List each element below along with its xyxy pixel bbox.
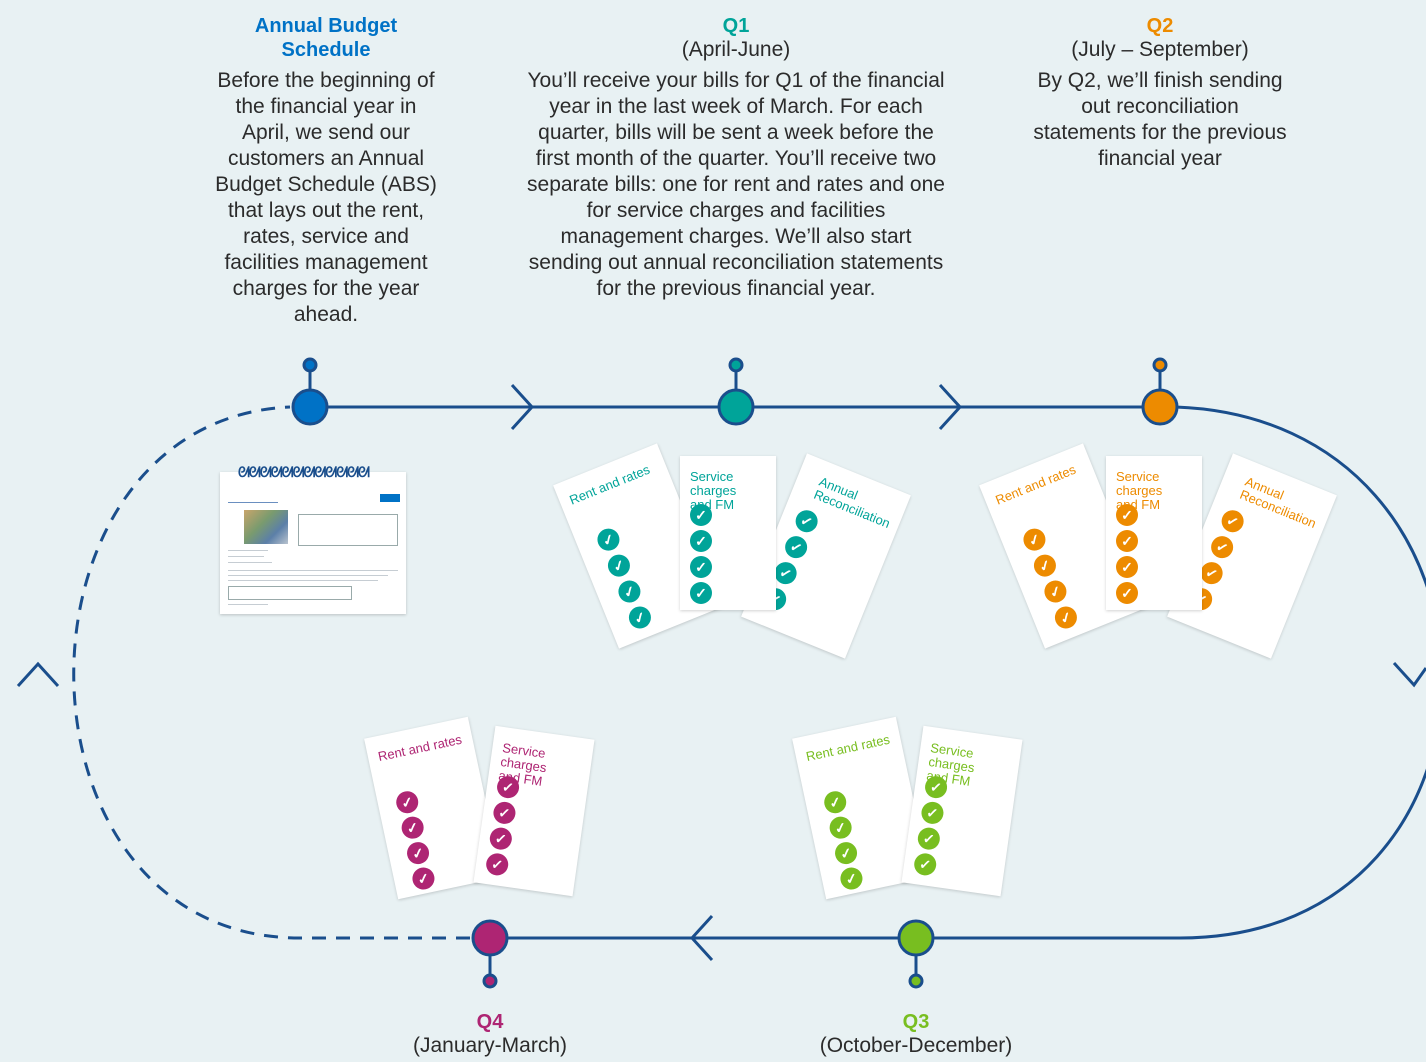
check-circle-icon: ✓ [916,826,942,852]
check-circle-icon: ✓ [394,789,421,816]
q3-heading: Q3 [902,1011,930,1033]
check-circle-icon: ✓ [1116,530,1138,552]
q4-heading: Q4 [476,1011,504,1033]
check-circle-icon: ✓ [690,556,712,578]
spiral-binding-icon: ᘛᘛᘛᘛᘛᘛᘛᘛᘛᘛᘛᘛ [238,464,370,480]
q2-heading: Q2 [1146,15,1174,37]
abs-body: Before the beginning of the financial ye… [215,69,437,326]
chevron-arrow-icon [510,383,535,431]
check-circle-icon: ✓ [690,504,712,526]
check-circle-icon: ✓ [488,826,514,852]
check-circle-icon: ✓ [920,800,945,826]
q1-card-service: Service charges and FM ✓ ✓ ✓ ✓ [680,456,776,610]
logo-icon [380,494,400,502]
check-circle-icon: ✓ [1116,582,1138,604]
chevron-arrow-icon [16,661,60,688]
abs-text-block: Annual Budget Schedule Before the beginn… [210,14,442,328]
card-title: Rent and rates [804,731,892,765]
chevron-arrow-icon [1392,661,1426,688]
q2-card-service: Service charges and FM ✓ ✓ ✓ ✓ [1106,456,1202,610]
q2-period: (July – September) [1071,38,1249,61]
check-circle-icon: ✓ [833,840,860,867]
q3-text-block: Q3 (October-December) [786,1010,1046,1058]
check-circle-icon: ✓ [604,551,634,580]
q1-heading: Q1 [722,15,750,37]
check-circle-icon: ✓ [690,530,712,552]
q1-milestone-node [717,357,755,426]
chevron-arrow-icon [938,383,963,431]
q4-text-block: Q4 (January-March) [380,1010,600,1058]
check-circle-icon: ✓ [1020,525,1049,554]
document-table-icon [228,586,352,600]
check-circle-icon: ✓ [399,814,426,841]
check-circle-icon: ✓ [1030,551,1060,580]
check-circle-icon: ✓ [912,851,938,877]
q4-period: (January-March) [412,1034,568,1057]
abs-milestone-node [291,357,329,426]
check-circle-icon: ✓ [410,865,437,892]
abs-heading: Annual Budget Schedule [254,15,398,61]
q1-text-block: Q1 (April-June) You’ll receive your bill… [522,14,950,302]
q4-milestone-node [471,919,509,989]
check-circle-icon: ✓ [1116,556,1138,578]
check-circle-icon: ✓ [1116,504,1138,526]
right-curve-line [1175,405,1426,940]
q2-text-block: Q2 (July – September) By Q2, we’ll finis… [1020,14,1300,172]
check-circle-icon: ✓ [405,840,432,867]
check-circle-icon: ✓ [792,506,821,536]
check-circle-icon: ✓ [1218,506,1247,536]
check-circle-icon: ✓ [615,577,644,606]
q3-milestone-node [897,919,935,989]
check-circle-icon: ✓ [1041,577,1070,606]
check-circle-icon: ✓ [781,532,811,562]
document-info-box [298,514,398,546]
q1-period: (April-June) [681,38,791,61]
check-circle-icon: ✓ [484,851,510,877]
check-circle-icon: ✓ [1051,603,1081,632]
check-circle-icon: ✓ [625,603,655,632]
check-circle-icon: ✓ [492,800,517,826]
card-title: Rent and rates [376,731,464,765]
document-photo-icon [244,510,288,544]
q3-period: (October-December) [819,1034,1013,1057]
q2-body: By Q2, we’ll finish sending out reconcil… [1033,69,1287,170]
abs-document-thumbnail: ᘛᘛᘛᘛᘛᘛᘛᘛᘛᘛᘛᘛ [220,464,406,614]
check-circle-icon: ✓ [594,525,623,554]
dashed-return-path [72,405,470,940]
check-circle-icon: ✓ [690,582,712,604]
check-circle-icon: ✓ [1207,532,1237,562]
chevron-arrow-icon [689,914,714,962]
check-circle-icon: ✓ [838,865,865,892]
q2-milestone-node [1141,357,1179,426]
check-circle-icon: ✓ [827,814,854,841]
check-circle-icon: ✓ [822,789,849,816]
q1-body: You’ll receive your bills for Q1 of the … [527,69,945,300]
